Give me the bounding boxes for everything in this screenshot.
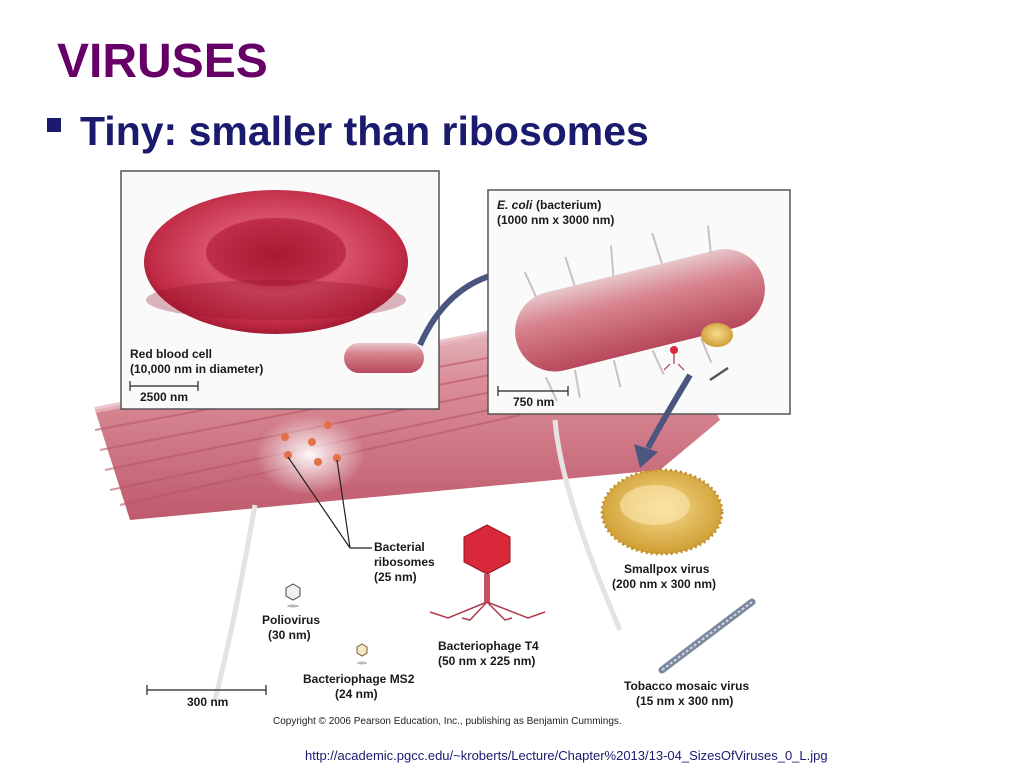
ecoli-scale-label: 750 nm: [513, 395, 554, 409]
ribosome-label-line2: ribosomes: [374, 555, 435, 569]
poliovirus: [285, 583, 301, 608]
slide-title: VIRUSES: [57, 35, 268, 88]
ms2-label-line1: Bacteriophage MS2: [303, 672, 415, 686]
bacteriophage-t4: [429, 524, 546, 621]
rbc-scale-label: 2500 nm: [140, 390, 188, 404]
bullet-square-icon: [47, 118, 61, 132]
bullet-text: Tiny: smaller than ribosomes: [80, 108, 649, 154]
main-scale-bar: [146, 685, 267, 695]
red-blood-cell-panel: Red blood cell (10,000 nm in diameter) 2…: [120, 170, 440, 410]
poliovirus-label-line2: (30 nm): [268, 628, 311, 642]
ribosome-dots: [281, 421, 372, 549]
ecoli-panel: E. coli (bacterium) (1000 nm x 3000 nm) …: [487, 189, 791, 415]
t4-label-line2: (50 nm x 225 nm): [438, 654, 535, 668]
zoom-arrow-2: [645, 373, 693, 450]
smallpox-label-line2: (200 nm x 300 nm): [612, 577, 716, 591]
smallpox-label-line1: Smallpox virus: [624, 562, 710, 576]
smallpox-virus: [600, 468, 724, 556]
ribosome-label-line1: Bacterial: [374, 540, 425, 554]
ecoli-label-line2: (1000 nm x 3000 nm): [497, 213, 614, 227]
t4-label-line1: Bacteriophage T4: [438, 639, 539, 653]
poliovirus-label-line1: Poliovirus: [262, 613, 320, 627]
rbc-label-line2: (10,000 nm in diameter): [130, 362, 263, 376]
rbc-label-line1: Red blood cell: [130, 347, 212, 361]
ecoli-label-rest: (bacterium): [536, 198, 601, 212]
bacteriophage-ms2: [356, 643, 368, 665]
ribosome-label-line3: (25 nm): [374, 570, 417, 584]
copyright-notice: Copyright © 2006 Pearson Education, Inc.…: [273, 716, 622, 727]
ecoli-name: E. coli: [497, 198, 533, 212]
tmv-label-line2: (15 nm x 300 nm): [636, 694, 733, 708]
source-url: http://academic.pgcc.edu/~kroberts/Lectu…: [305, 748, 828, 763]
tmv-label-line1: Tobacco mosaic virus: [624, 679, 749, 693]
main-scale-label: 300 nm: [187, 695, 228, 709]
tobacco-mosaic-virus: [658, 598, 756, 674]
ms2-label-line2: (24 nm): [335, 687, 378, 701]
